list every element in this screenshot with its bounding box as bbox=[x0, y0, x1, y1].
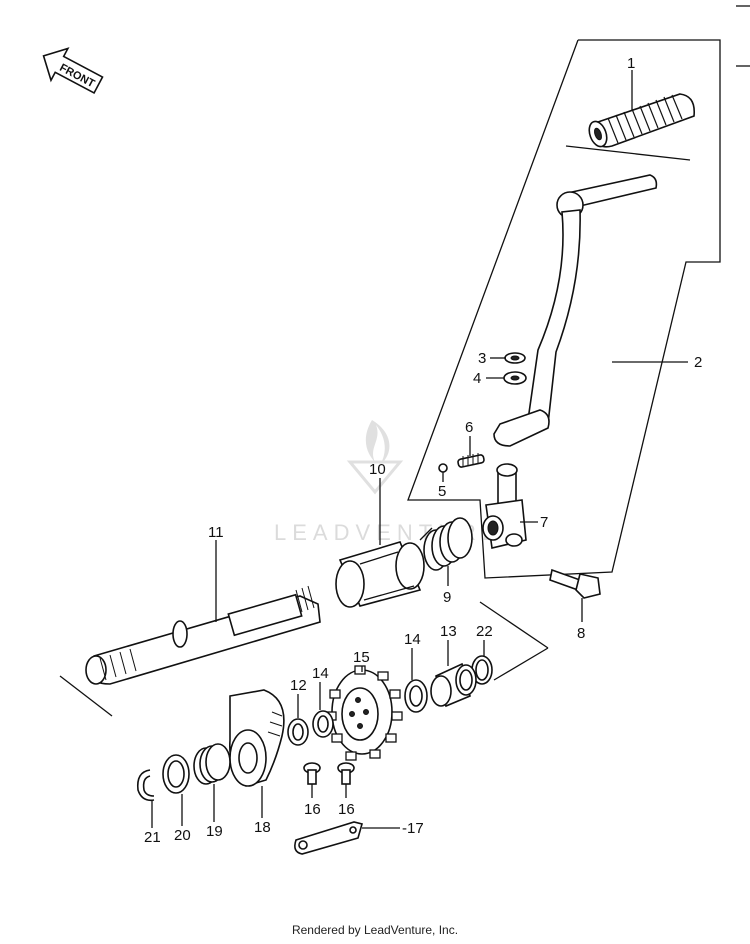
ball-part-5 bbox=[438, 463, 448, 473]
washer-part-14-right bbox=[404, 679, 428, 713]
clip-part-3 bbox=[504, 352, 526, 364]
bolt-part-16-right bbox=[337, 762, 355, 785]
callout-6: 6 bbox=[465, 419, 473, 436]
collar-part-13 bbox=[430, 662, 477, 708]
callout-21: 21 bbox=[144, 829, 161, 846]
spring-part-6 bbox=[457, 453, 485, 468]
bolt-part-16-left bbox=[303, 762, 321, 785]
leader-lines bbox=[151, 70, 688, 829]
ratchet-part-18 bbox=[229, 689, 285, 787]
callout-15: 15 bbox=[353, 649, 370, 666]
washer-part-20 bbox=[162, 754, 190, 794]
callout-16-right: 16 bbox=[338, 801, 355, 818]
callout-1: 1 bbox=[627, 55, 635, 72]
washer-part-4 bbox=[503, 371, 527, 385]
callout-7: 7 bbox=[540, 514, 548, 531]
callout-22: 22 bbox=[476, 623, 493, 640]
front-arrow-badge: FRONT bbox=[42, 47, 104, 95]
pivot-holder-part-7 bbox=[482, 463, 527, 549]
callout-12: 12 bbox=[290, 677, 307, 694]
callout-3: 3 bbox=[478, 350, 486, 367]
circlip-part-21 bbox=[136, 769, 155, 802]
callout-14-left: 14 bbox=[312, 665, 329, 682]
bolt-part-8 bbox=[549, 568, 601, 599]
callout-11: 11 bbox=[208, 524, 224, 541]
rubber-grip bbox=[588, 93, 696, 148]
washer-part-12 bbox=[287, 718, 309, 746]
edge-marks bbox=[736, 5, 750, 67]
footer-credit: Rendered by LeadVenture, Inc. bbox=[291, 923, 459, 937]
callout-14-right: 14 bbox=[404, 631, 421, 648]
callout-20: 20 bbox=[174, 827, 191, 844]
kick-pedal-arm bbox=[493, 174, 658, 447]
washer-part-14-left bbox=[312, 710, 334, 738]
sleeve-part-10 bbox=[335, 541, 425, 608]
kick-gear-part-15 bbox=[325, 665, 403, 761]
plate-part-17 bbox=[294, 821, 363, 855]
callout-13: 13 bbox=[440, 623, 457, 640]
callout-5: 5 bbox=[438, 483, 446, 500]
callout-17: -17 bbox=[402, 820, 424, 837]
spring-part-19 bbox=[193, 743, 231, 785]
kick-pedal-group-outline bbox=[407, 39, 721, 579]
return-spring-part-9 bbox=[419, 517, 473, 571]
kick-shaft-part-11 bbox=[85, 585, 321, 685]
callout-18: 18 bbox=[254, 819, 271, 836]
callouts: 1 2 3 4 5 6 7 8 9 10 11 12 14 15 14 13 2… bbox=[144, 55, 702, 846]
callout-2: 2 bbox=[694, 354, 702, 371]
callout-19: 19 bbox=[206, 823, 223, 840]
callout-16-left: 16 bbox=[304, 801, 321, 818]
callout-4: 4 bbox=[473, 370, 481, 387]
callout-10: 10 bbox=[369, 461, 386, 478]
callout-9: 9 bbox=[443, 589, 451, 606]
callout-8: 8 bbox=[577, 625, 585, 642]
